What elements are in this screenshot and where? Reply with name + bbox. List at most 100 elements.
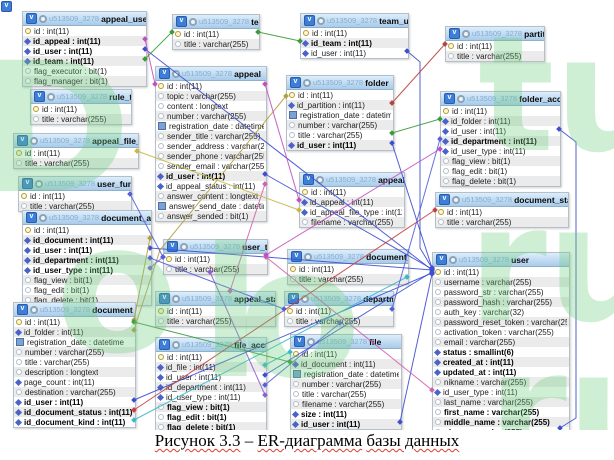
field-row: sender_title : varchar(255) xyxy=(156,131,266,141)
field-label: id_department : int(11) xyxy=(451,136,537,146)
options-icon xyxy=(317,16,325,25)
field-row: id_team : int(11) xyxy=(23,56,146,66)
field-label: id_user_type : int(11) xyxy=(443,387,518,397)
column-icon xyxy=(293,401,299,407)
field-label: sender_title : varchar(255) xyxy=(167,131,261,141)
field-label: number : varchar(255) xyxy=(167,111,247,121)
column-icon xyxy=(290,276,296,282)
table-name: user_type xyxy=(242,241,267,252)
column-icon xyxy=(158,163,164,169)
options-icon xyxy=(462,29,470,38)
table-name: appeal xyxy=(234,68,261,79)
field-label: auth_key : varchar(32) xyxy=(444,307,525,317)
field-label: flag_edit : bit(1) xyxy=(34,285,90,295)
primary-key-icon xyxy=(158,83,164,89)
field-label: id_folder : int(11) xyxy=(451,116,511,126)
options-icon xyxy=(303,78,311,87)
options-icon xyxy=(316,175,324,184)
field-label: flag_delete : bit(1) xyxy=(34,295,99,305)
datetime-icon xyxy=(16,338,24,346)
primary-key-icon xyxy=(435,269,441,275)
field-label: title : varchar(255) xyxy=(25,158,90,168)
field-row: title : varchar(255) xyxy=(156,316,275,326)
field-row: number : varchar(255) xyxy=(287,120,393,130)
schema-prefix: u513509_3278 xyxy=(182,340,233,349)
field-label: id_appeal_file_type : int(11) xyxy=(310,207,402,217)
field-row: created_at : int(11) xyxy=(433,357,569,367)
field-label: id_user : int(11) xyxy=(33,46,93,56)
column-icon xyxy=(158,414,164,420)
index-icon xyxy=(441,117,450,125)
field-row: title : varchar(255) xyxy=(288,274,408,284)
options-icon xyxy=(180,242,188,251)
options-icon xyxy=(172,69,180,78)
table-name: user_function xyxy=(97,178,131,189)
field-row: id : int(11) xyxy=(23,26,146,36)
field-row: title : varchar(255) xyxy=(446,51,544,61)
field-label: flag_executor : bit(1) xyxy=(34,66,107,76)
index-icon xyxy=(14,408,23,416)
schema-prefix: u513509_3278 xyxy=(326,175,377,184)
field-label: filename : varchar(255) xyxy=(302,399,385,409)
schema-prefix: u513509_3278 xyxy=(317,337,368,346)
field-row: id_document : int(11) xyxy=(291,359,401,369)
options-icon xyxy=(35,179,43,188)
primary-key-icon xyxy=(290,266,296,272)
field-row: id : int(11) xyxy=(441,106,560,116)
field-row: id : int(11) xyxy=(31,104,131,114)
field-label: registration_date : datetime xyxy=(300,110,391,120)
field-row: id : int(11) xyxy=(285,306,393,316)
table-icon: v xyxy=(290,77,301,88)
field-label: id : int(11) xyxy=(296,306,331,316)
column-icon xyxy=(158,193,164,199)
options-icon xyxy=(452,195,460,204)
index-icon xyxy=(441,127,450,135)
index-icon xyxy=(23,57,32,65)
field-label: id : int(11) xyxy=(311,187,346,197)
field-row: id_user : int(11) xyxy=(156,171,266,181)
field-row: password_reset_token : varchar(255) xyxy=(433,317,569,327)
field-label: id_document : int(11) xyxy=(33,235,114,245)
schema-prefix: u513509_3278 xyxy=(49,14,100,23)
index-icon xyxy=(291,420,300,428)
table-icon: v xyxy=(17,135,28,146)
column-icon xyxy=(289,122,295,128)
field-row: id_appeal_file_type : int(11) xyxy=(300,207,404,217)
primary-key-icon xyxy=(158,308,164,314)
field-row: flag_view : bit(1) xyxy=(156,402,266,412)
field-row: topic : varchar(255) xyxy=(156,91,266,101)
field-row: id : int(11) xyxy=(173,29,259,39)
field-row: id : int(11) xyxy=(436,207,568,217)
field-row: flag_edit : bit(1) xyxy=(23,285,151,295)
schema-prefix: u513509_3278 xyxy=(462,195,513,204)
index-icon xyxy=(156,172,165,180)
schema-prefix: u513509_3278 xyxy=(182,69,233,78)
primary-key-icon xyxy=(293,351,299,357)
table-name: document xyxy=(92,304,133,315)
table-name: folder xyxy=(365,77,389,88)
field-label: id : int(11) xyxy=(25,317,60,327)
field-row: flag_delete : bit(1) xyxy=(441,176,560,186)
figure-caption[interactable]: Рисунок 3.3 – ER-диаграмма базы данных xyxy=(0,431,614,451)
field-label: number : varchar(255) xyxy=(25,347,105,357)
field-label: title : varchar(255) xyxy=(298,130,363,140)
field-label: answer_send_date : datetime xyxy=(169,201,264,211)
field-row: phone : varchar(255) xyxy=(433,427,569,430)
options-icon xyxy=(47,92,55,101)
field-label: created_at : int(11) xyxy=(443,357,514,367)
field-row: id : int(11) xyxy=(288,264,408,274)
options-icon xyxy=(39,213,47,222)
schema-prefix: u513509_3278 xyxy=(467,94,518,103)
